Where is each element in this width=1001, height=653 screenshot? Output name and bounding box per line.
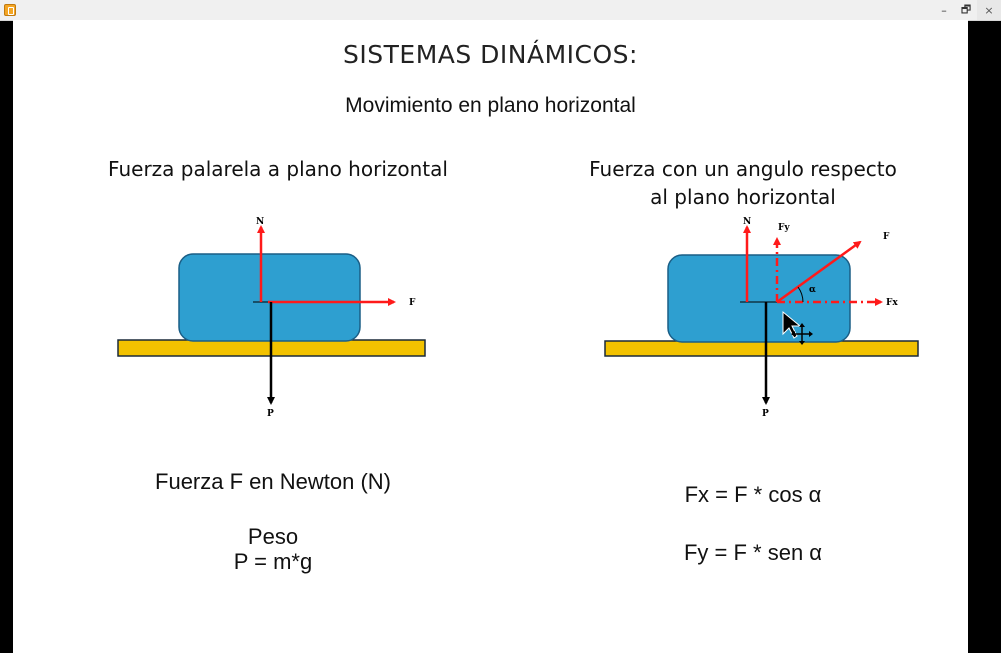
left-block — [178, 253, 361, 342]
window-controls: – 🗗 × — [933, 0, 1001, 20]
right-heading-line1: Fuerza con un angulo respecto — [589, 157, 897, 181]
app-icon[interactable] — [4, 4, 16, 16]
right-force-arrow — [776, 240, 862, 304]
left-formula-force-units: Fuerza F en Newton (N) — [155, 469, 391, 494]
window-titlebar: – 🗗 × — [0, 0, 1001, 21]
right-label-normal: N — [743, 217, 751, 227]
right-angle-arc — [797, 286, 804, 303]
right-label-alpha: α — [809, 285, 816, 295]
left-formula-weight-label: Peso — [247, 524, 299, 549]
left-formula-weight-eq: P = m*g — [233, 549, 313, 574]
right-label-fx: Fx — [886, 298, 898, 308]
right-ground-plane — [604, 340, 919, 357]
left-label-normal: N — [256, 217, 264, 227]
slide-subtitle: Movimiento en plano horizontal — [345, 94, 636, 117]
right-formula-fy: Fy = F * sen α — [683, 540, 823, 565]
presentation-slide: SISTEMAS DINÁMICOS: Movimiento en plano … — [13, 20, 968, 653]
right-heading-line2: al plano horizontal — [650, 185, 836, 209]
restore-button[interactable]: 🗗 — [960, 2, 972, 16]
mouse-cursor — [782, 310, 813, 345]
right-label-fy: Fy — [778, 223, 790, 233]
slide-title: SISTEMAS DINÁMICOS: — [343, 40, 638, 69]
close-button[interactable]: × — [977, 0, 1001, 20]
right-label-force: F — [883, 232, 890, 242]
right-block — [667, 254, 851, 343]
force-diagrams: N F P N Fy F α Fx P — [117, 217, 919, 419]
left-formula-weight: Peso P = m*g — [93, 524, 453, 574]
right-column-heading: Fuerza con un angulo respecto al plano h… — [533, 155, 953, 211]
right-formula-fx: Fx = F * cos α — [684, 482, 822, 507]
left-column-heading: Fuerza palarela a plano horizontal — [108, 157, 448, 181]
minimize-button[interactable]: – — [941, 3, 947, 17]
left-label-force: F — [409, 298, 416, 308]
left-label-weight: P — [267, 409, 274, 419]
left-diagram: N F P — [117, 217, 426, 419]
right-label-weight: P — [762, 409, 769, 419]
right-diagram: N Fy F α Fx P — [604, 217, 919, 419]
